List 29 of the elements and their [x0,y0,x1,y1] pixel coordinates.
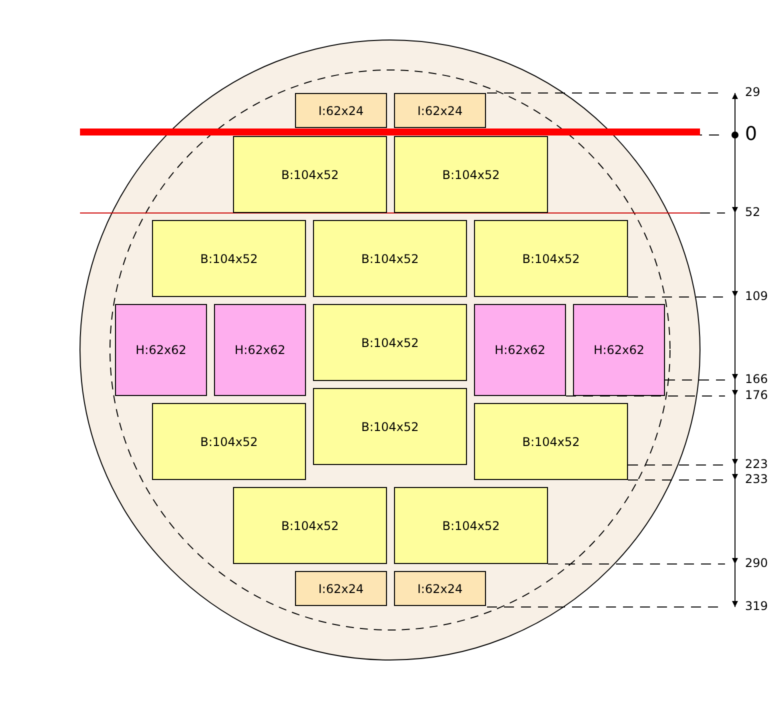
square-die: H:62x62 [573,304,665,396]
large-die: B:104x52 [233,487,387,564]
square-die: H:62x62 [474,304,566,396]
square-die: H:62x62 [115,304,207,396]
small-die: I:62x24 [295,571,387,606]
large-die: B:104x52 [474,403,628,480]
large-die: B:104x52 [394,487,548,564]
large-die: B:104x52 [233,136,387,213]
small-die: I:62x24 [394,571,486,606]
large-die: B:104x52 [474,220,628,297]
dimension-value: 29 [745,85,760,99]
large-die: B:104x52 [313,304,467,381]
small-die: I:62x24 [394,93,486,128]
large-die: B:104x52 [394,136,548,213]
dimension-value: 290 [745,556,768,570]
dimension-value: 166 [745,372,768,386]
dimension-value: 109 [745,289,768,303]
dimension-value: 233 [745,472,768,486]
large-die: B:104x52 [152,220,306,297]
small-die: I:62x24 [295,93,387,128]
large-die: B:104x52 [152,403,306,480]
square-die: H:62x62 [214,304,306,396]
dimension-value: 223 [745,457,768,471]
dimension-value: 0 [745,123,758,145]
large-die: B:104x52 [313,388,467,465]
large-die: B:104x52 [313,220,467,297]
dimension-value: 319 [745,599,768,613]
dimension-value: 176 [745,388,768,402]
dimension-value: 52 [745,205,760,219]
